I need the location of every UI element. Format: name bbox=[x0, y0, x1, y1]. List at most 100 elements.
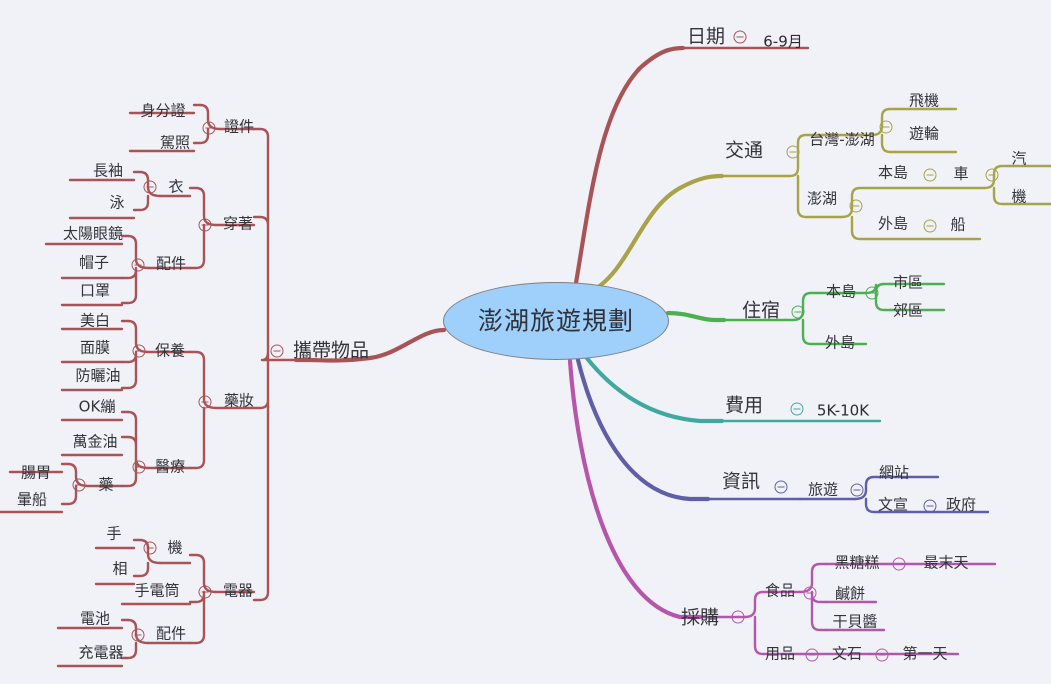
collapse-minus-icon-drugstore[interactable] bbox=[198, 395, 212, 409]
node-leaflet-label[interactable]: 文宣 bbox=[877, 495, 909, 514]
node-main-island-transport-label[interactable]: 本島 bbox=[877, 163, 909, 182]
node-cruise-label[interactable]: 遊輪 bbox=[908, 124, 940, 143]
node-accessories-label[interactable]: 配件 bbox=[155, 254, 187, 273]
node-date-label[interactable]: 日期 bbox=[686, 25, 726, 48]
node-documents-label[interactable]: 證件 bbox=[223, 117, 255, 136]
node-accessories2-label[interactable]: 配件 bbox=[155, 624, 187, 643]
node-sunscreen-label[interactable]: 防曬油 bbox=[75, 366, 121, 385]
node-city-label[interactable]: 市區 bbox=[892, 273, 924, 292]
node-cost-label[interactable]: 費用 bbox=[724, 394, 764, 417]
node-first-day-label[interactable]: 第一天 bbox=[902, 644, 948, 663]
node-mask-label[interactable]: 口罩 bbox=[79, 281, 111, 300]
node-cost-value[interactable]: 5K-10K bbox=[816, 401, 870, 420]
collapse-minus-icon-travel[interactable] bbox=[850, 483, 864, 497]
node-outer-island-lodging-label[interactable]: 外島 bbox=[824, 333, 856, 352]
collapse-minus-icon-taiwan-penghu[interactable] bbox=[879, 120, 893, 134]
node-hand-label[interactable]: 手 bbox=[106, 524, 122, 543]
node-automobile-label[interactable]: 汽 bbox=[1011, 149, 1027, 168]
node-motorcycle-label[interactable]: 機 bbox=[1011, 187, 1027, 206]
node-charger-label[interactable]: 充電器 bbox=[78, 643, 124, 662]
collapse-minus-icon-leaflet[interactable] bbox=[923, 499, 937, 513]
node-car-label[interactable]: 車 bbox=[953, 164, 969, 183]
node-camera-label[interactable]: 相 bbox=[112, 559, 128, 578]
collapse-minus-icon-documents[interactable] bbox=[202, 121, 216, 135]
node-main-island-lodging-label[interactable]: 本島 bbox=[825, 282, 857, 301]
node-transport-label[interactable]: 交通 bbox=[724, 139, 764, 162]
node-clothing-group-label[interactable]: 穿著 bbox=[222, 214, 254, 233]
node-skincare-label[interactable]: 保養 bbox=[154, 341, 186, 360]
node-suburb-label[interactable]: 郊區 bbox=[892, 301, 924, 320]
wire-cosmetics-split bbox=[188, 350, 218, 470]
collapse-minus-icon-car[interactable] bbox=[985, 168, 999, 182]
wire-penghu-split bbox=[840, 186, 868, 241]
node-seasickness-label[interactable]: 暈船 bbox=[16, 490, 48, 509]
collapse-minus-icon-packing[interactable] bbox=[270, 344, 284, 358]
node-hat-label[interactable]: 帽子 bbox=[78, 253, 110, 272]
node-food-label[interactable]: 食品 bbox=[764, 581, 796, 600]
node-packing-label[interactable]: 攜帶物品 bbox=[292, 339, 370, 362]
node-clothes-label[interactable]: 衣 bbox=[168, 177, 184, 196]
node-taiwan-penghu-label[interactable]: 台灣-澎湖 bbox=[809, 130, 875, 149]
collapse-minus-icon-food[interactable] bbox=[803, 586, 817, 600]
node-boat-label[interactable]: 船 bbox=[950, 215, 966, 234]
node-penghu-label[interactable]: 澎湖 bbox=[806, 189, 838, 208]
collapse-minus-icon-main-island-transport[interactable] bbox=[923, 168, 937, 182]
collapse-minus-icon-medical[interactable] bbox=[132, 460, 146, 474]
node-battery-label[interactable]: 電池 bbox=[79, 609, 111, 628]
node-device-label[interactable]: 機 bbox=[167, 538, 183, 557]
node-shopping-label[interactable]: 採購 bbox=[680, 606, 720, 629]
collapse-minus-icon-aragonite[interactable] bbox=[875, 648, 889, 662]
node-face-mask-label[interactable]: 面膜 bbox=[79, 338, 111, 357]
collapse-minus-icon-goods[interactable] bbox=[805, 648, 819, 662]
node-electronics-label[interactable]: 電器 bbox=[222, 581, 254, 600]
node-aragonite-label[interactable]: 文石 bbox=[831, 644, 863, 663]
node-sunglasses-label[interactable]: 太陽眼鏡 bbox=[62, 224, 124, 243]
collapse-minus-icon-shopping[interactable] bbox=[731, 610, 745, 624]
collapse-minus-icon-lodging[interactable] bbox=[791, 305, 805, 319]
node-id-card-label[interactable]: 身分證 bbox=[140, 101, 186, 120]
node-medical-label[interactable]: 醫療 bbox=[154, 457, 186, 476]
collapse-minus-icon-penghu[interactable] bbox=[849, 199, 863, 213]
collapse-minus-icon-outer-island-transport[interactable] bbox=[923, 219, 937, 233]
node-goods-label[interactable]: 用品 bbox=[764, 644, 796, 663]
collapse-minus-icon-device[interactable] bbox=[143, 541, 157, 555]
node-outer-island-transport-label[interactable]: 外島 bbox=[877, 214, 909, 233]
node-long-sleeve-label[interactable]: 長袖 bbox=[92, 161, 124, 180]
node-airplane-label[interactable]: 飛機 bbox=[908, 91, 940, 110]
collapse-minus-icon-accessories[interactable] bbox=[131, 258, 145, 272]
node-travel-label[interactable]: 旅遊 bbox=[807, 480, 839, 499]
node-driver-license-label[interactable]: 駕照 bbox=[159, 133, 191, 152]
collapse-minus-icon-brown-sugar-cake[interactable] bbox=[892, 557, 906, 571]
collapse-minus-icon-skincare[interactable] bbox=[132, 344, 146, 358]
node-bandaid-label[interactable]: OK繃 bbox=[78, 397, 116, 416]
collapse-minus-icon-accessories2[interactable] bbox=[131, 628, 145, 642]
collapse-minus-icon-main-island-lodging[interactable] bbox=[865, 286, 879, 300]
node-government-label[interactable]: 政府 bbox=[945, 495, 977, 514]
node-scallop-sauce-label[interactable]: 干貝醬 bbox=[832, 612, 878, 631]
node-medicine-label[interactable]: 藥 bbox=[98, 475, 114, 494]
collapse-minus-icon-date[interactable] bbox=[733, 30, 747, 44]
node-info-label[interactable]: 資訊 bbox=[721, 470, 761, 493]
collapse-minus-icon-clothes[interactable] bbox=[143, 180, 157, 194]
node-whitening-label[interactable]: 美白 bbox=[79, 311, 111, 330]
node-website-label[interactable]: 網站 bbox=[878, 463, 910, 482]
collapse-minus-icon-electronics[interactable] bbox=[198, 585, 212, 599]
node-medicated-balm-label[interactable]: 萬金油 bbox=[72, 432, 118, 451]
node-stomach-label[interactable]: 腸胃 bbox=[20, 463, 52, 482]
wire-cost-main bbox=[583, 354, 725, 424]
collapse-minus-icon-info[interactable] bbox=[774, 480, 788, 494]
root-node-ellipse[interactable] bbox=[443, 282, 669, 360]
node-salty-biscuit-label[interactable]: 鹹餅 bbox=[834, 584, 866, 603]
collapse-minus-icon-medicine[interactable] bbox=[72, 478, 86, 492]
node-flashlight-label[interactable]: 手電筒 bbox=[134, 581, 180, 600]
node-lodging-label[interactable]: 住宿 bbox=[741, 299, 781, 322]
node-brown-sugar-cake-label[interactable]: 黑糖糕 bbox=[834, 553, 880, 572]
node-drugstore-label[interactable]: 藥妝 bbox=[223, 391, 255, 410]
node-swimwear-label[interactable]: 泳 bbox=[109, 193, 125, 212]
root-node-label: 澎湖旅遊規劃 bbox=[477, 306, 635, 336]
collapse-minus-icon-transport[interactable] bbox=[786, 145, 800, 159]
node-date-value[interactable]: 6-9月 bbox=[763, 32, 803, 51]
node-last-day-label[interactable]: 最末天 bbox=[923, 553, 969, 572]
collapse-minus-icon-clothing-group[interactable] bbox=[198, 218, 212, 232]
collapse-minus-icon-cost[interactable] bbox=[790, 402, 804, 416]
